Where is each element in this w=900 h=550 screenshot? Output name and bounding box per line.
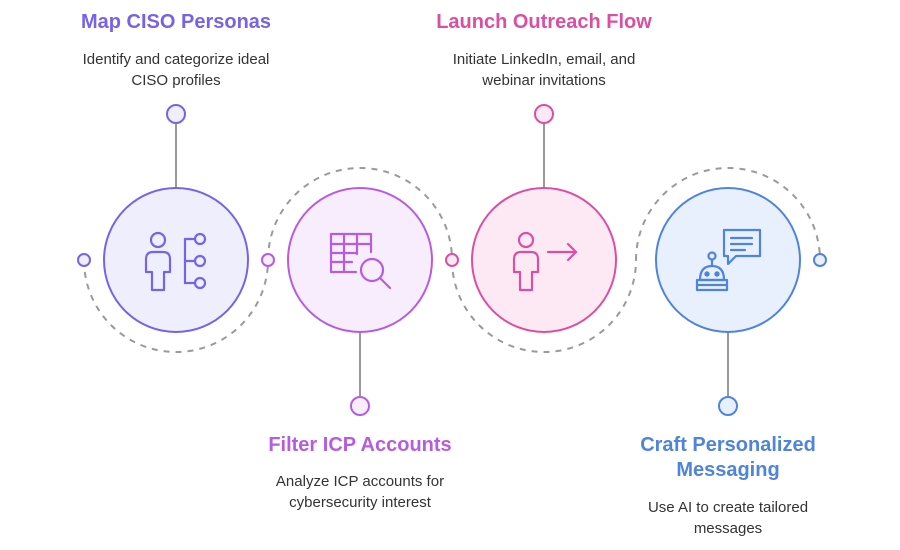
stem-dot-2 <box>350 396 370 416</box>
step-desc-filter-icp-accounts: Analyze ICP accounts for cybersecurity i… <box>214 471 506 513</box>
step-circle-map-ciso-personas <box>103 187 249 333</box>
step-title-line: Craft Personalized <box>640 434 816 456</box>
stem-dot-3 <box>534 104 554 124</box>
robot-chat-icon <box>695 228 762 292</box>
step-desc-craft-personalized-messaging: Use AI to create tailored messages <box>582 497 874 539</box>
stems <box>175 124 729 396</box>
person-arrow-icon <box>512 231 578 292</box>
step-desc-line: Use AI to create tailored <box>647 499 809 516</box>
step-desc-line: messages <box>693 520 763 537</box>
table-search-icon <box>329 232 392 290</box>
step-desc-line: Analyze ICP accounts for <box>275 473 445 490</box>
step-desc-line: webinar invitations <box>482 72 606 89</box>
step-circle-launch-outreach-flow <box>471 187 617 333</box>
step-circle-filter-icp-accounts <box>287 187 433 333</box>
step-desc-launch-outreach-flow: Initiate LinkedIn, email, and webinar in… <box>398 49 690 91</box>
step-title-launch-outreach-flow: Launch Outreach Flow <box>436 11 652 33</box>
step-desc-line: CISO profiles <box>131 72 221 89</box>
step-desc-line: cybersecurity interest <box>289 494 431 511</box>
step-desc-line: Initiate LinkedIn, email, and <box>452 51 636 68</box>
stem-dot-4 <box>718 396 738 416</box>
connector-arc-4 <box>635 167 821 261</box>
junction-dot-2 <box>261 253 275 267</box>
junction-dot-4 <box>813 253 827 267</box>
connector-arc-3 <box>451 259 637 353</box>
step-title-map-ciso-personas: Map CISO Personas <box>80 11 272 33</box>
connector-arcs <box>83 167 821 353</box>
stem-dot-1 <box>166 104 186 124</box>
connector-arc-2 <box>267 167 453 261</box>
step-title-line: Messaging <box>676 459 780 481</box>
step-title-filter-icp-accounts: Filter ICP Accounts <box>268 434 452 456</box>
step-desc-map-ciso-personas: Identify and categorize ideal CISO profi… <box>30 49 322 91</box>
persona-hierarchy-icon <box>144 231 207 292</box>
connector-arc-1 <box>83 259 269 353</box>
junction-dot-1 <box>77 253 91 267</box>
step-title-craft-personalized-messaging: Craft Personalized Messaging <box>592 433 864 483</box>
step-desc-line: Identify and categorize ideal <box>82 51 270 68</box>
junction-dot-3 <box>445 253 459 267</box>
